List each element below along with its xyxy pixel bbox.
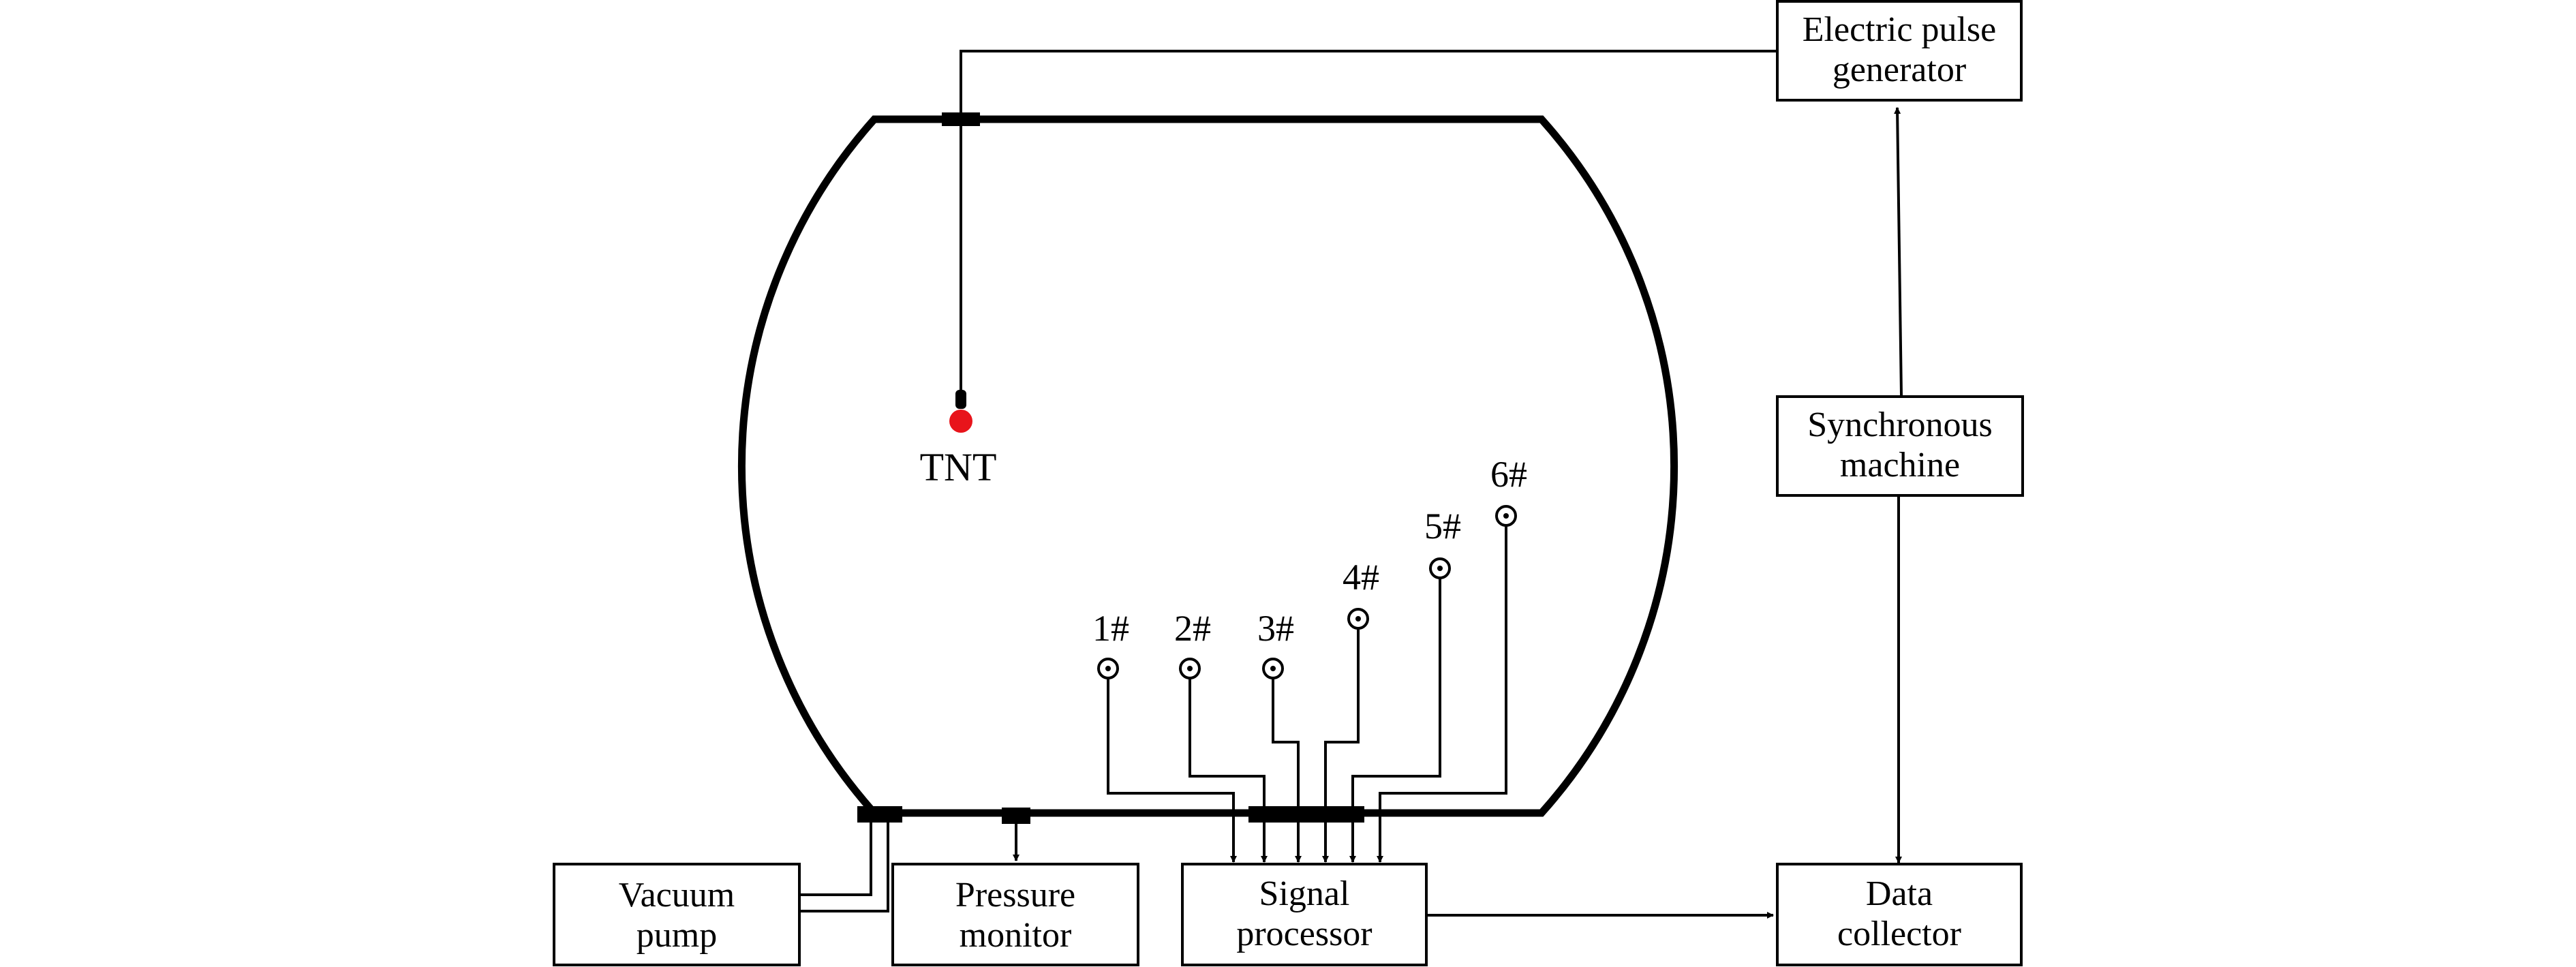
- tnt-charge: [949, 410, 972, 433]
- sensor-1-label: 1#: [1092, 608, 1129, 649]
- electric-pulse-generator-line1: Electric pulse: [1803, 10, 1996, 49]
- vacuum-chamber-vessel: [737, 115, 1678, 817]
- sensor-4: 4#: [1343, 557, 1379, 630]
- detonator-plug: [955, 390, 966, 409]
- sensor-5-cable: [1349, 578, 1441, 863]
- signal-processor-line2: processor: [1236, 915, 1372, 953]
- electric-pulse-generator-line2: generator: [1833, 50, 1966, 89]
- sensor-3: 3#: [1257, 608, 1294, 679]
- sensor-3-cable: [1272, 678, 1302, 863]
- sensor-6-cable: [1377, 525, 1507, 863]
- vacuum-line-inner: [801, 823, 872, 896]
- pressure-monitor-line1: Pressure: [955, 876, 1075, 915]
- synchronous-machine-box: Synchronous machine: [1776, 395, 2024, 497]
- sensor-5-center-dot: [1437, 566, 1443, 571]
- synchronous-machine-line2: machine: [1840, 446, 1960, 485]
- signal-feedthrough-port: [1248, 806, 1364, 823]
- data-collector-line1: Data: [1866, 874, 1933, 913]
- data-collector-line2: collector: [1837, 915, 1961, 953]
- data-collector-box: Data collector: [1776, 863, 2023, 966]
- vacuum-pump-box: Vacuum pump: [553, 863, 801, 966]
- sensor-6: 6#: [1490, 454, 1527, 527]
- sensor-3-label: 3#: [1257, 608, 1294, 649]
- sensor-3-center-dot: [1270, 666, 1276, 671]
- sensor-1-cable: [1107, 678, 1237, 863]
- vacuum-port: [857, 806, 902, 823]
- sensor-4-cable: [1322, 628, 1360, 863]
- synchronous-machine-line1: Synchronous: [1807, 405, 1993, 444]
- sensor-2: 2#: [1174, 608, 1211, 679]
- vacuum-pump-line2: pump: [637, 916, 717, 955]
- sensor-5-label: 5#: [1424, 506, 1461, 547]
- sensor-cables: [1107, 525, 1507, 863]
- sync-to-pulse-generator-line: [1894, 107, 1903, 396]
- signal-processor-box: Signal processor: [1181, 863, 1428, 966]
- sensor-6-center-dot: [1503, 513, 1509, 519]
- pressure-monitor-line2: monitor: [960, 916, 1072, 955]
- signal-processor-line1: Signal: [1259, 874, 1350, 913]
- sensor-6-label: 6#: [1490, 454, 1527, 495]
- electric-pulse-generator-box: Electric pulse generator: [1776, 0, 2023, 102]
- sensor-2-cable: [1189, 678, 1268, 863]
- sensor-2-center-dot: [1187, 666, 1193, 671]
- sensor-4-label: 4#: [1343, 557, 1379, 598]
- vacuum-line-outer: [801, 823, 889, 912]
- pressure-port: [1002, 808, 1030, 824]
- detonation-wire: [960, 50, 1777, 394]
- pressure-monitor-box: Pressure monitor: [891, 863, 1139, 966]
- sensor-1: 1#: [1092, 608, 1129, 679]
- sensor-2-label: 2#: [1174, 608, 1211, 649]
- sensor-5: 5#: [1424, 506, 1461, 579]
- vacuum-pump-line1: Vacuum: [619, 876, 735, 915]
- sensor-1-center-dot: [1105, 666, 1111, 671]
- sensor-4-center-dot: [1355, 616, 1361, 621]
- tnt-label: TNT: [920, 445, 997, 489]
